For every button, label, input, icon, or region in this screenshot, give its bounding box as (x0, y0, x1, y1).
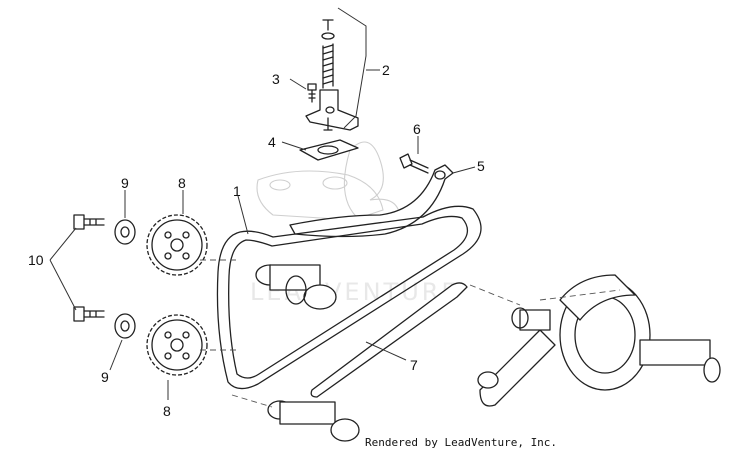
chain-tensioner-guide (289, 164, 454, 238)
alignment-lines (200, 259, 621, 408)
callout-10: 10 (28, 252, 44, 268)
chain-guide (310, 282, 468, 398)
washer-lower (114, 313, 136, 339)
callout-2: 2 (382, 62, 390, 78)
leader-lines (49, 7, 476, 400)
callout-7: 7 (410, 357, 418, 373)
callout-9-lower: 9 (101, 369, 109, 385)
watermark-logo (256, 141, 401, 221)
callout-4: 4 (268, 134, 276, 150)
camshaft-lower (267, 400, 360, 442)
cam-sprocket-lower (146, 314, 208, 376)
sprocket-bolt-upper (73, 214, 105, 230)
callout-1: 1 (233, 183, 241, 199)
crankshaft (477, 274, 721, 407)
tensioner-assembly (305, 19, 359, 131)
callout-8-upper: 8 (178, 175, 186, 191)
callout-5: 5 (477, 158, 485, 174)
camshaft-upper (255, 264, 337, 310)
guide-bolt (399, 153, 429, 174)
tensioner-gasket (299, 139, 359, 161)
tensioner-bolt (307, 83, 317, 103)
cam-sprocket-upper (146, 214, 208, 276)
washer-upper (114, 219, 136, 245)
callout-6: 6 (413, 121, 421, 137)
render-credit: Rendered by LeadVenture, Inc. (365, 436, 558, 449)
timing-chain (216, 205, 482, 390)
callout-9-upper: 9 (121, 175, 129, 191)
callout-3: 3 (272, 71, 280, 87)
sprocket-bolt-lower (73, 306, 105, 322)
callout-8-lower: 8 (163, 403, 171, 419)
